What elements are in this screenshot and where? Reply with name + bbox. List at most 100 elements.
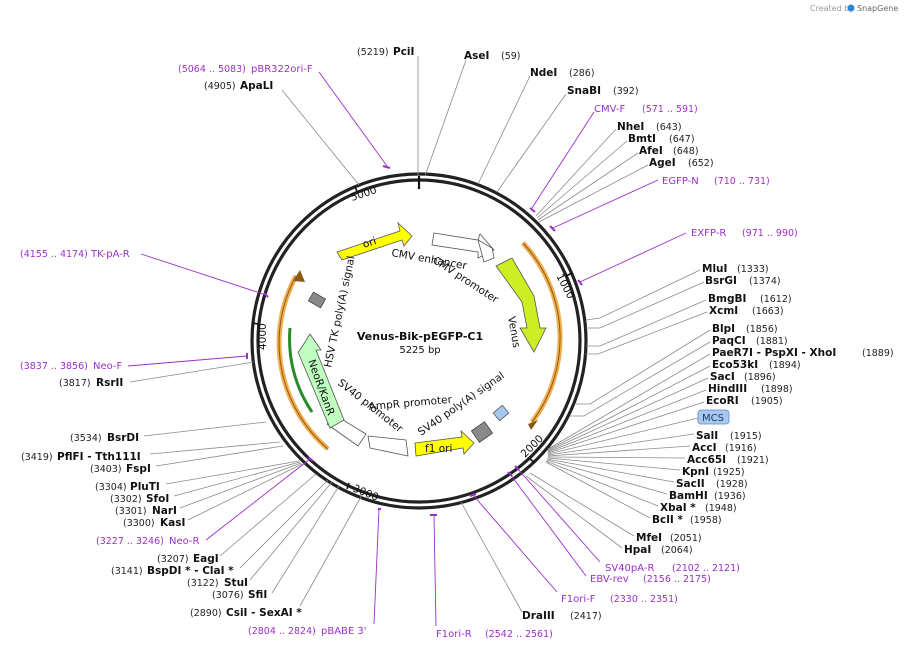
- site-pcii[interactable]: (5219) PciI: [357, 46, 419, 176]
- site-ecori[interactable]: EcoRI (1905): [547, 395, 783, 454]
- site-bmti[interactable]: BmtI (647): [536, 133, 695, 219]
- snapgene-logo-icon: [847, 4, 855, 12]
- svg-text:(652): (652): [688, 158, 714, 169]
- svg-text:PaqCI: PaqCI: [712, 335, 746, 347]
- primer-cmv-f[interactable]: CMV-F (571 .. 591): [529, 104, 698, 213]
- primer-tk-pa-r[interactable]: (4155 .. 4174) TK-pA-R: [20, 249, 269, 298]
- site-hpai[interactable]: HpaI (2064): [525, 475, 693, 556]
- svg-text:(2330 .. 2351): (2330 .. 2351): [610, 594, 678, 605]
- site-eagi[interactable]: (3207) EagI: [157, 473, 317, 565]
- svg-text:AfeI: AfeI: [639, 145, 663, 157]
- site-paqci[interactable]: PaqCI (1881): [570, 335, 788, 417]
- site-bspdi-clai[interactable]: (3141) BspDI * - ClaI *: [111, 479, 329, 577]
- site-paer7i-pspxi-xhoi[interactable]: PaeR7I - PspXI - XhoI (1889): [547, 347, 894, 450]
- backbone-outer-strand: [250, 172, 588, 510]
- site-nhei[interactable]: NheI (643): [535, 121, 682, 217]
- svg-text:HindIII: HindIII: [708, 383, 747, 395]
- svg-text:pBR322ori-F: pBR322ori-F: [251, 64, 313, 75]
- primer-f1ori-r[interactable]: F1ori-R (2542 .. 2561): [430, 514, 553, 640]
- plasmid-length: 5225 bp: [399, 345, 440, 356]
- svg-text:PaeR7I - PspXI - XhoI: PaeR7I - PspXI - XhoI: [712, 347, 836, 359]
- primer-ebv-rev[interactable]: EBV-rev (2156 .. 2175): [507, 471, 711, 585]
- primer-pbr322ori-f[interactable]: (5064 .. 5083) pBR322ori-F: [178, 64, 391, 169]
- site-mfei[interactable]: MfeI (2051): [529, 472, 702, 544]
- site-xcmi[interactable]: XcmI (1663): [585, 305, 784, 355]
- svg-text:MfeI: MfeI: [636, 532, 662, 544]
- svg-text:PflFI - Tth111I: PflFI - Tth111I: [57, 451, 141, 463]
- primer-egfp-n[interactable]: EGFP-N (710 .. 731): [549, 176, 770, 232]
- svg-text:(3141): (3141): [111, 566, 143, 577]
- svg-text:(3122): (3122): [187, 578, 219, 589]
- svg-text:RsrII: RsrII: [96, 377, 123, 389]
- site-agei[interactable]: AgeI (652): [538, 157, 714, 223]
- primer-sv40pa-r[interactable]: SV40pA-R (2102 .. 2121): [514, 465, 740, 574]
- site-afei[interactable]: AfeI (648): [537, 145, 699, 221]
- site-xbai[interactable]: XbaI * (1948): [545, 460, 737, 514]
- svg-text:(1889): (1889): [862, 348, 894, 359]
- site-hindiii[interactable]: HindIII (1898): [547, 383, 793, 453]
- site-snabi[interactable]: SnaBI (392): [496, 85, 639, 193]
- svg-text:f1 ori: f1 ori: [425, 443, 452, 455]
- site-sacii[interactable]: SacII (1928): [546, 458, 748, 490]
- mcs-badge[interactable]: MCS: [547, 409, 730, 455]
- site-sfii[interactable]: (3076) SfiI: [212, 485, 340, 601]
- svg-text:F1ori-F: F1ori-F: [561, 594, 596, 605]
- primer-pbabe-3[interactable]: (2804 .. 2824) pBABE 3': [248, 508, 381, 637]
- svg-text:Neo-F: Neo-F: [93, 361, 123, 372]
- primer-exfp-r[interactable]: EXFP-R (971 .. 990): [577, 228, 798, 286]
- site-kasi[interactable]: (3300) KasI: [123, 463, 303, 529]
- svg-text:SfiI: SfiI: [248, 589, 267, 601]
- svg-text:(1936): (1936): [714, 491, 746, 502]
- site-csii-sexai[interactable]: (2890) CsiI - SexAI *: [190, 494, 363, 619]
- site-saci[interactable]: SacI (1896): [547, 371, 776, 452]
- svg-text:BsrDI: BsrDI: [107, 432, 139, 444]
- primer-neo-r[interactable]: (3227 .. 3246) Neo-R: [96, 456, 314, 547]
- site-nari[interactable]: (3301) NarI: [115, 462, 302, 517]
- site-mlui[interactable]: MluI (1333): [585, 263, 769, 321]
- site-ndei[interactable]: NdeI (286): [477, 67, 595, 185]
- site-bsrgi[interactable]: BsrGI (1374): [586, 275, 781, 329]
- svg-text:pBABE 3': pBABE 3': [321, 626, 367, 637]
- site-kpni[interactable]: KpnI (1925): [547, 457, 745, 478]
- svg-text:ApaLI: ApaLI: [240, 80, 273, 92]
- svg-text:EcoRI: EcoRI: [706, 395, 739, 407]
- site-bcli[interactable]: BclI * (1958): [545, 461, 722, 526]
- site-bamhi[interactable]: BamHI (1936): [546, 459, 746, 502]
- site-pflfi-tth111i[interactable]: (3419) PflFI - Tth111I: [21, 441, 281, 463]
- primer-neo-f[interactable]: (3837 .. 3856) Neo-F: [20, 353, 248, 372]
- site-rsrii[interactable]: (3817) RsrII: [59, 361, 255, 389]
- site-acci[interactable]: AccI (1916): [547, 442, 757, 457]
- svg-text:BmtI: BmtI: [628, 133, 656, 145]
- svg-text:(59): (59): [501, 51, 521, 62]
- svg-text:(5064 .. 5083): (5064 .. 5083): [178, 64, 246, 75]
- svg-text:EBV-rev: EBV-rev: [590, 574, 629, 585]
- site-pluti[interactable]: (3304) PluTI: [95, 460, 300, 493]
- mcs-label: MCS: [702, 413, 724, 424]
- site-draiii[interactable]: DraIII (2417): [460, 501, 602, 622]
- site-acc65i[interactable]: Acc65I (1921): [547, 454, 769, 466]
- svg-text:SnaBI: SnaBI: [567, 85, 601, 97]
- svg-text:(4905): (4905): [204, 81, 236, 92]
- site-fspi[interactable]: (3403) FspI: [90, 445, 284, 475]
- svg-text:XcmI: XcmI: [709, 305, 738, 317]
- site-blpi[interactable]: BlpI (1856): [576, 323, 778, 405]
- svg-text:(1663): (1663): [752, 306, 784, 317]
- site-asei[interactable]: AseI (59): [424, 50, 521, 177]
- svg-text:AgeI: AgeI: [649, 157, 676, 169]
- site-apali[interactable]: (4905) ApaLI: [204, 80, 360, 186]
- site-sali[interactable]: SalI (1915): [547, 430, 762, 456]
- site-eco53ki[interactable]: Eco53kI (1894): [547, 359, 801, 451]
- neo-orf-arrowhead: [293, 270, 305, 282]
- site-bsrdi[interactable]: (3534) BsrDI: [70, 421, 267, 444]
- site-bmgbi[interactable]: BmgBI (1612): [586, 293, 792, 347]
- svg-text:(3837 .. 3856): (3837 .. 3856): [20, 361, 88, 372]
- svg-text:MluI: MluI: [702, 263, 727, 275]
- svg-text:(1896): (1896): [744, 372, 776, 383]
- site-sfoi[interactable]: (3302) SfoI: [110, 461, 301, 505]
- svg-text:(2064): (2064): [661, 545, 693, 556]
- svg-text:(1374): (1374): [749, 276, 781, 287]
- svg-text:SV40pA-R: SV40pA-R: [605, 563, 654, 574]
- primer-f1ori-f[interactable]: F1ori-F (2330 .. 2351): [469, 493, 678, 605]
- svg-text:HSV TK poly(A) signal: HSV TK poly(A) signal: [322, 255, 357, 369]
- site-stui[interactable]: (3122) StuI: [187, 481, 333, 589]
